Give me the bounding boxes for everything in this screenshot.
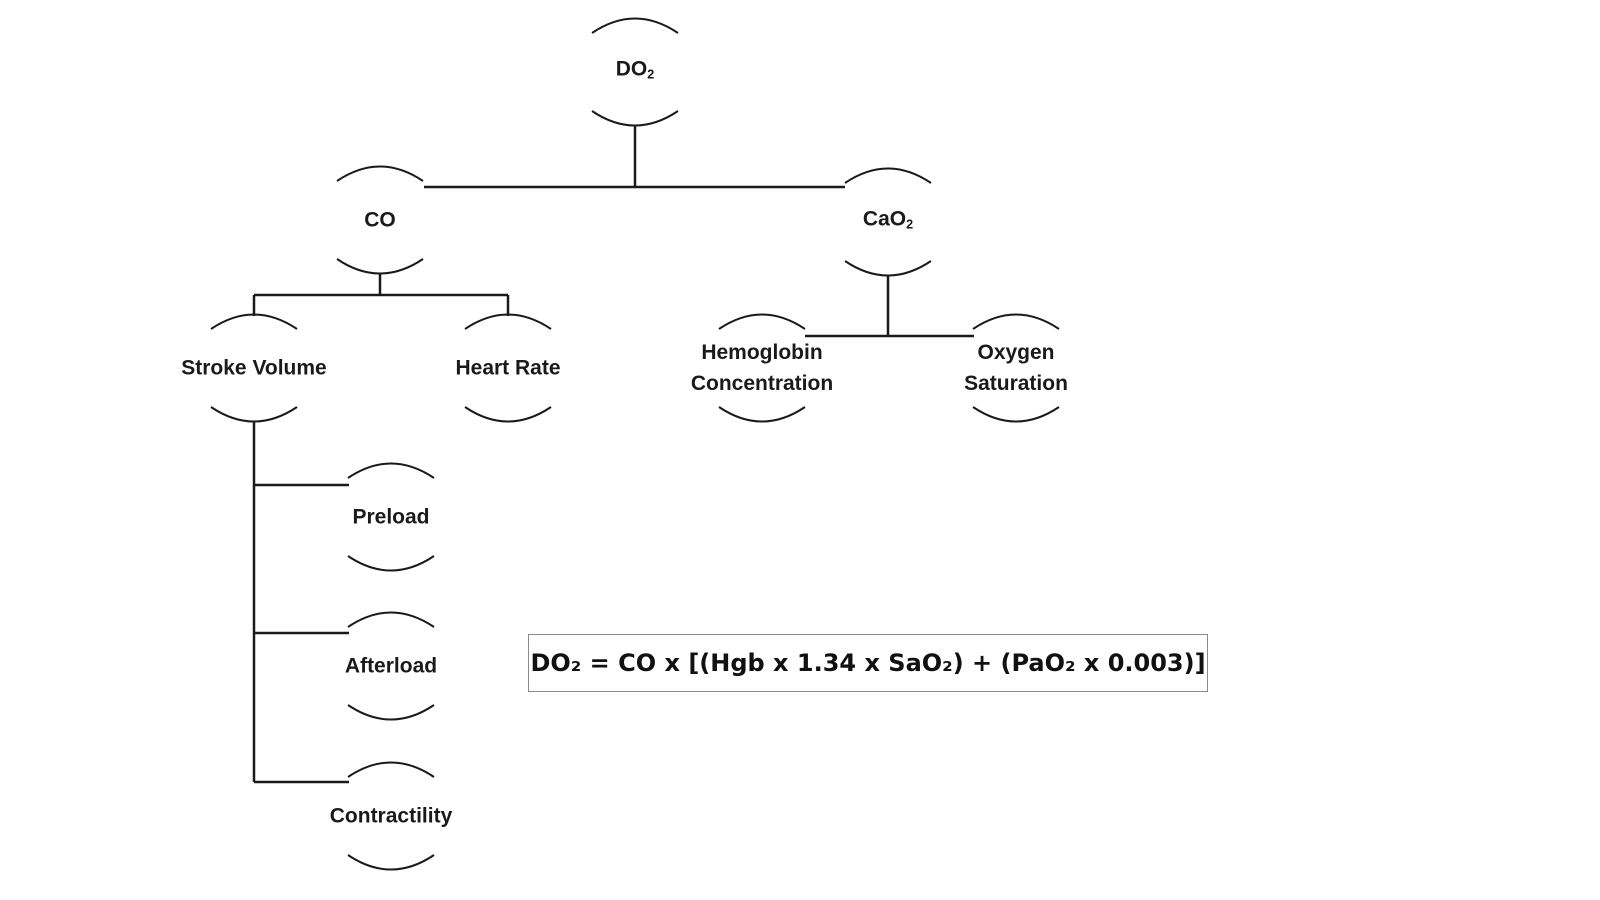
node-heart-rate: Heart Rate: [455, 356, 561, 380]
arc-stroke-volume: [210, 313, 298, 423]
arc-afterload: [347, 611, 435, 721]
node-co: CO: [364, 208, 396, 232]
connectors: [252, 126, 974, 784]
arc-preload: [347, 462, 435, 572]
arc-heart-rate: [464, 313, 552, 423]
formula-text: DO₂ = CO x [(Hgb x 1.34 x SaO₂) + (PaO₂ …: [530, 649, 1206, 677]
arc-co: [336, 165, 424, 275]
arc-hemoglobin: [718, 313, 806, 423]
formula-box: DO₂ = CO x [(Hgb x 1.34 x SaO₂) + (PaO₂ …: [528, 634, 1208, 692]
arc-do2: [591, 17, 679, 127]
node-stroke-volume: Stroke Volume: [181, 356, 327, 380]
arc-oxygen-saturation: [972, 313, 1060, 423]
node-arcs: [210, 17, 1060, 871]
arc-cao2: [844, 167, 932, 277]
node-preload: Preload: [352, 505, 430, 529]
arc-contractility: [347, 761, 435, 871]
node-contractility: Contractility: [329, 804, 453, 828]
node-afterload: Afterload: [344, 654, 438, 678]
node-cao2: CaO2: [862, 207, 914, 232]
node-do2: DO2: [615, 57, 655, 82]
